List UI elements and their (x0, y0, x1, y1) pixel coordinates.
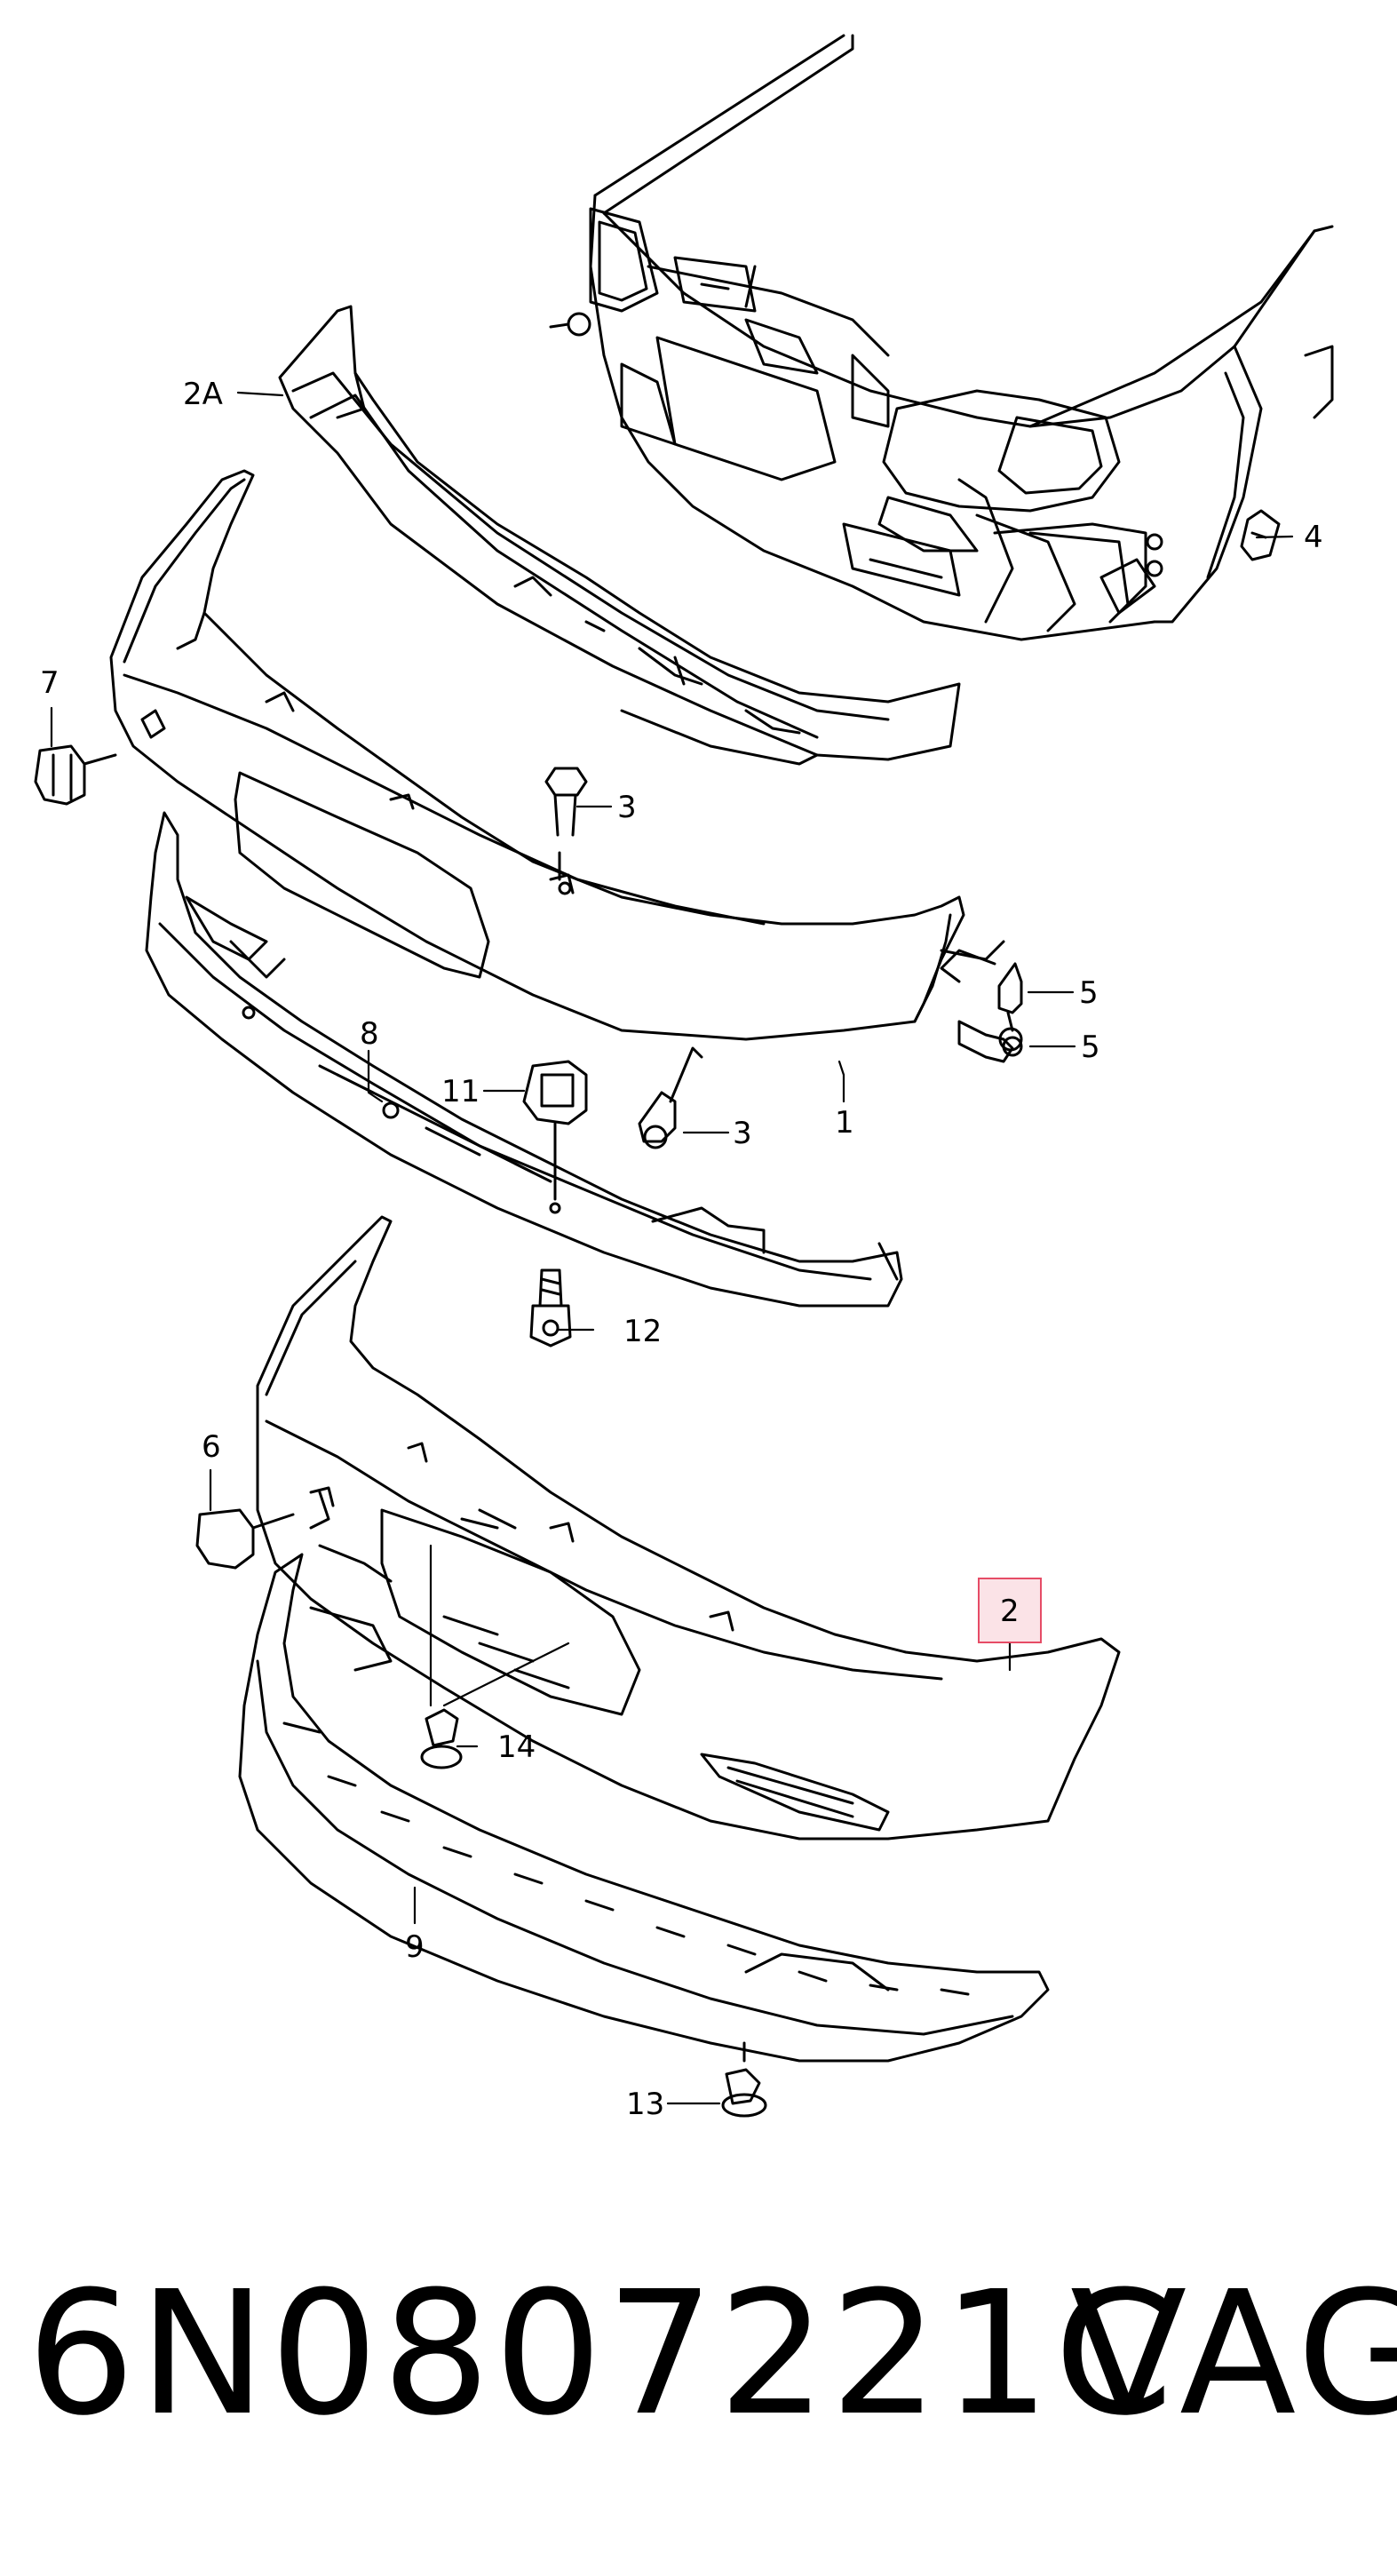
clip-11 (522, 1060, 588, 1214)
bolt-5-upper (940, 949, 1023, 1052)
callout-2-highlight (978, 1578, 1042, 1643)
callout-13: 13 (626, 2087, 664, 2122)
leader-lines (50, 391, 1294, 2105)
vehicle-front-body (549, 34, 1334, 641)
part-2-bumper (256, 1215, 1121, 1841)
callout-7: 7 (40, 665, 60, 701)
clip-13 (721, 2041, 767, 2118)
part-number: 6N0807221C (27, 2255, 1177, 2453)
callout-3-lower: 3 (733, 1116, 752, 1151)
screw-3-lower (638, 1046, 703, 1149)
bolt-5-lower (957, 1020, 1023, 1063)
part-8-lower-spoiler (145, 811, 903, 1308)
brand-name: VAG (1070, 2255, 1397, 2453)
part-9-spoiler (238, 1553, 1050, 2063)
callout-2: 2 (1000, 1594, 1020, 1629)
callout-8: 8 (360, 1016, 379, 1052)
callout-4: 4 (1304, 520, 1323, 555)
clip-6 (195, 1508, 295, 1570)
clip-7 (34, 744, 117, 806)
parts-diagram: 2A 4 3 5 5 3 11 12 7 8 1 6 2 14 9 13 (34, 34, 1334, 2122)
part-2a-spoiler (278, 305, 961, 766)
callout-1: 1 (835, 1105, 854, 1141)
callout-9: 9 (405, 1929, 425, 1965)
callout-3-upper: 3 (617, 790, 637, 825)
nut-14 (420, 1708, 463, 1769)
screw-12 (529, 1268, 572, 1348)
screw-3-upper (544, 767, 588, 895)
callout-5-upper: 5 (1079, 975, 1099, 1011)
callout-11: 11 (441, 1074, 480, 1109)
callout-2a: 2A (183, 377, 223, 412)
callout-14: 14 (497, 1729, 536, 1765)
callout-5-lower: 5 (1081, 1030, 1100, 1065)
callout-6: 6 (202, 1429, 221, 1465)
callout-12: 12 (623, 1314, 662, 1349)
